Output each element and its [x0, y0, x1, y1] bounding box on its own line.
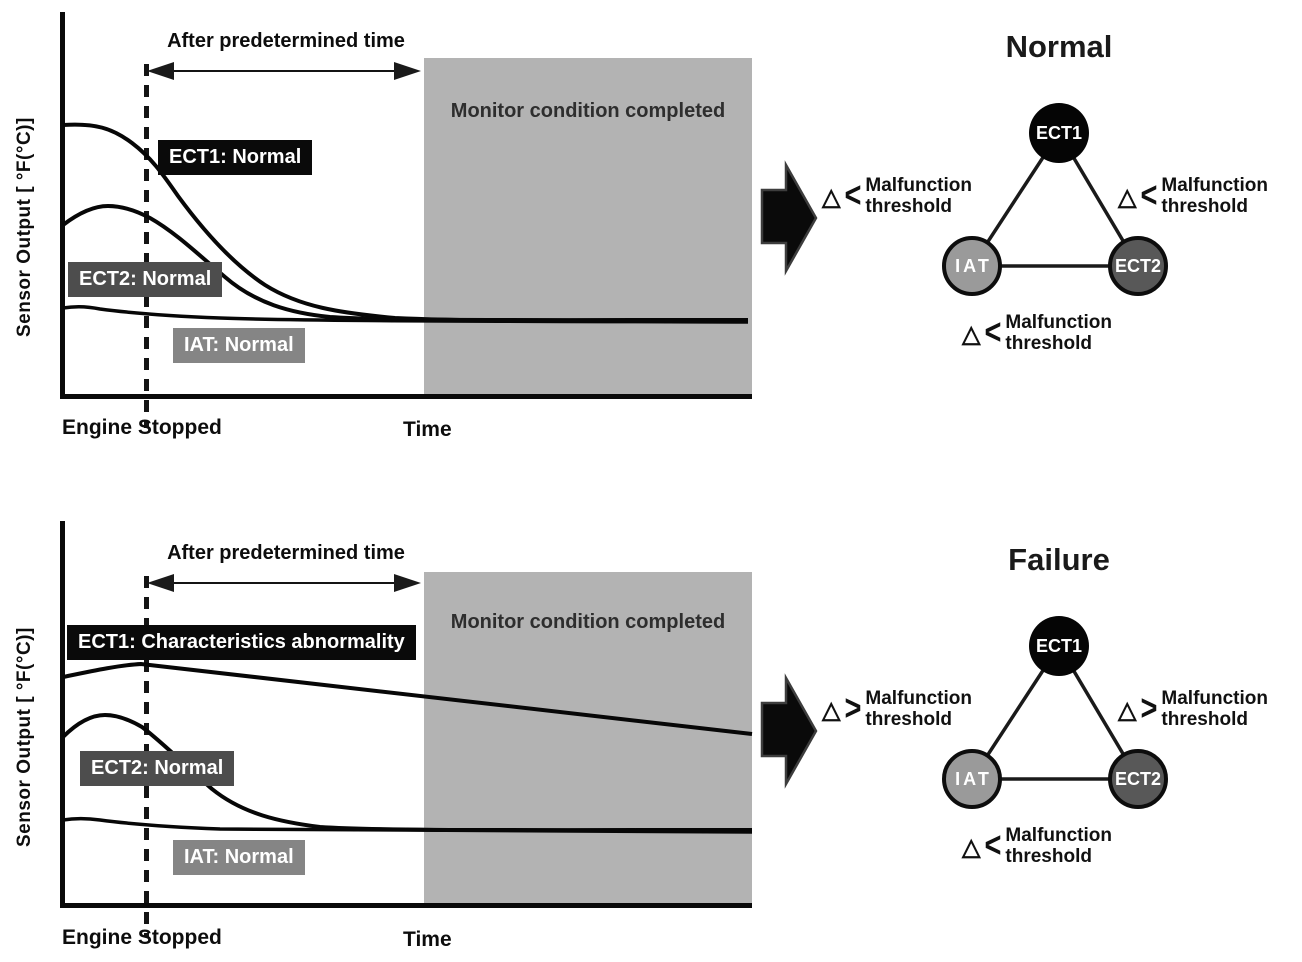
time-span-label-normal: After predetermined time	[167, 30, 405, 52]
time-axis-label-failure: Time	[403, 928, 452, 951]
time-axis-label-normal: Time	[403, 418, 452, 441]
less-than-icon: <	[984, 312, 1002, 353]
ect1-series-tag-normal: ECT1: Normal	[158, 140, 313, 175]
threshold-bottom-normal: △ < Malfunction threshold	[962, 312, 1112, 354]
ect2-series-tag-normal: ECT2: Normal	[68, 262, 223, 297]
time-span-label-failure: After predetermined time	[167, 542, 405, 564]
node-iat-failure: IAT	[942, 749, 1002, 809]
threshold-line1: Malfunction	[1005, 825, 1113, 846]
iat-curve-failure	[62, 816, 753, 834]
threshold-text: Malfunction threshold	[1005, 312, 1112, 354]
less-than-icon: <	[1140, 175, 1158, 216]
threshold-line2: threshold	[865, 709, 952, 730]
node-ect2-normal: ECT2	[1108, 236, 1168, 296]
threshold-right-normal: △ < Malfunction threshold	[1118, 175, 1268, 217]
y-axis-label-failure: Sensor Output [ °F(°C)]	[14, 627, 35, 847]
threshold-line2: threshold	[1005, 333, 1092, 354]
threshold-line2: threshold	[1161, 709, 1248, 730]
delta-icon: △	[962, 834, 981, 861]
delta-icon: △	[1118, 184, 1137, 211]
threshold-line1: Malfunction	[1005, 312, 1113, 333]
threshold-line2: threshold	[1161, 196, 1248, 217]
greater-than-icon: >	[844, 688, 862, 729]
arrow-right-head-icon-failure	[394, 574, 421, 592]
flow-arrow-icon-normal	[760, 160, 818, 276]
less-than-icon: <	[844, 175, 862, 216]
result-title-failure: Failure	[1008, 542, 1110, 577]
engine-stopped-label-failure: Engine Stopped	[62, 926, 222, 949]
threshold-text: Malfunction threshold	[1161, 688, 1268, 730]
iat-series-tag-normal: IAT: Normal	[173, 328, 305, 363]
threshold-text: Malfunction threshold	[1161, 175, 1268, 217]
monitor-region-normal	[424, 58, 752, 397]
y-axis-label-normal: Sensor Output [ °F(°C)]	[14, 117, 35, 337]
threshold-line1: Malfunction	[1161, 175, 1269, 196]
threshold-line1: Malfunction	[865, 688, 973, 709]
greater-than-icon: >	[1140, 688, 1158, 729]
arrow-right-head-icon-normal	[394, 62, 421, 80]
threshold-line1: Malfunction	[865, 175, 973, 196]
flow-arrow-icon-failure	[760, 673, 818, 789]
monitor-condition-label-normal: Monitor condition completed	[450, 100, 726, 122]
delta-icon: △	[962, 321, 981, 348]
node-ect2-failure: ECT2	[1108, 749, 1168, 809]
node-ect1-normal: ECT1	[1029, 103, 1089, 163]
engine-stopped-label-normal: Engine Stopped	[62, 416, 222, 439]
arrow-left-head-icon-normal	[147, 62, 174, 80]
delta-icon: △	[1118, 697, 1137, 724]
node-iat-normal: IAT	[942, 236, 1002, 296]
ect1-curve-failure	[62, 661, 753, 736]
delta-icon: △	[822, 184, 841, 211]
threshold-right-failure: △ > Malfunction threshold	[1118, 688, 1268, 730]
monitor-condition-label-failure: Monitor condition completed	[450, 611, 726, 633]
threshold-text: Malfunction threshold	[865, 175, 972, 217]
delta-icon: △	[822, 697, 841, 724]
ect2-series-tag-failure: ECT2: Normal	[80, 751, 235, 786]
threshold-line2: threshold	[1005, 846, 1092, 867]
node-ect1-failure: ECT1	[1029, 616, 1089, 676]
threshold-line2: threshold	[865, 196, 952, 217]
threshold-bottom-failure: △ < Malfunction threshold	[962, 825, 1112, 867]
arrow-left-head-icon-failure	[147, 574, 174, 592]
ect1-series-tag-failure: ECT1: Characteristics abnormality	[67, 625, 416, 660]
result-title-normal: Normal	[1005, 29, 1113, 64]
less-than-icon: <	[984, 825, 1002, 866]
threshold-left-normal: △ < Malfunction threshold	[822, 175, 972, 217]
threshold-left-failure: △ > Malfunction threshold	[822, 688, 972, 730]
threshold-line1: Malfunction	[1161, 688, 1269, 709]
iat-series-tag-failure: IAT: Normal	[173, 840, 305, 875]
threshold-text: Malfunction threshold	[865, 688, 972, 730]
threshold-text: Malfunction threshold	[1005, 825, 1112, 867]
iat-curve-normal	[62, 304, 749, 324]
monitor-region-failure	[424, 572, 752, 906]
